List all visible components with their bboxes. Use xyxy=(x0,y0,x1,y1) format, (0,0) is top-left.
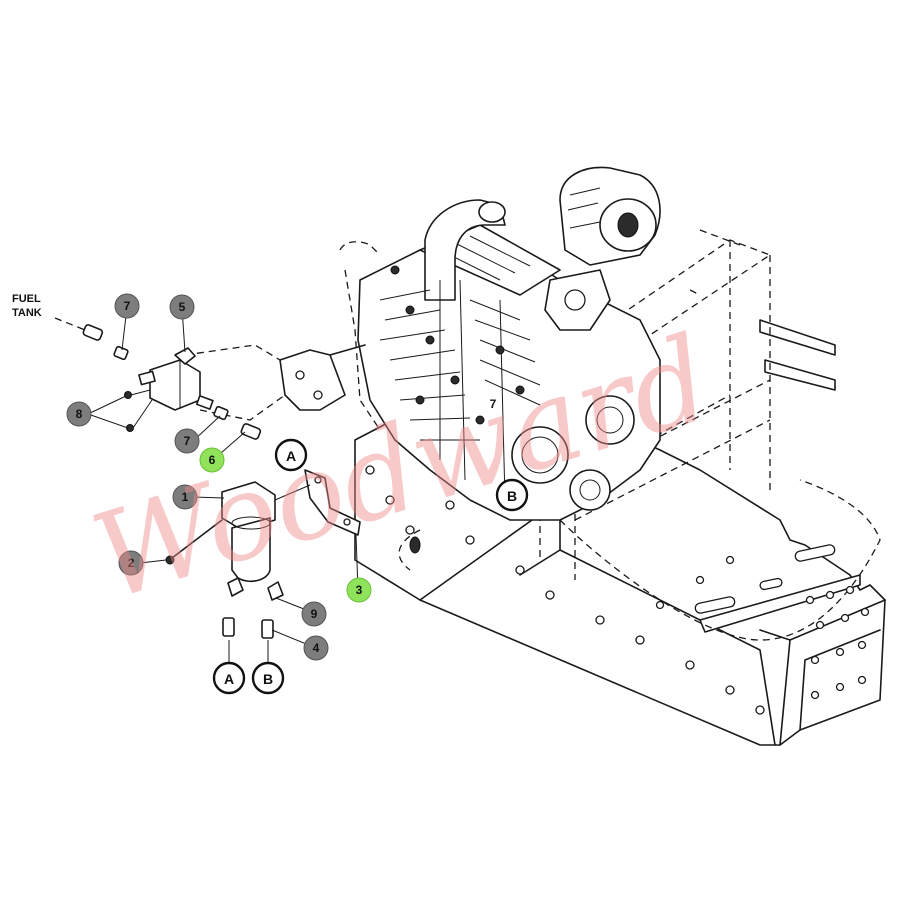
ref-b-engine-label: B xyxy=(507,488,517,504)
callout-2: 2 xyxy=(118,550,144,576)
callout-8-label: 8 xyxy=(76,407,83,421)
callout-1: 1 xyxy=(172,484,198,510)
engine-callout-7-label: 7 xyxy=(490,397,497,411)
callout-7-mid-label: 7 xyxy=(184,434,191,448)
callout-4: 4 xyxy=(303,635,329,661)
callout-1-label: 1 xyxy=(182,490,189,504)
callout-4-label: 4 xyxy=(313,641,320,655)
engine-mounting-bracket xyxy=(279,344,366,411)
callout-6: 6 xyxy=(199,447,225,473)
fuel-pump-assembly xyxy=(54,317,286,440)
fuel-tank-label-line1: FUEL xyxy=(12,293,41,305)
callout-9-label: 9 xyxy=(311,607,318,621)
callout-9: 9 xyxy=(301,601,327,627)
callout-7-mid: 7 xyxy=(174,428,200,454)
callout-5-label: 5 xyxy=(179,300,186,314)
engine-block xyxy=(339,166,661,571)
ref-a-lower-label: A xyxy=(224,671,234,687)
callout-8: 8 xyxy=(66,401,92,427)
fuel-tank-label: FUEL TANK xyxy=(12,293,42,319)
ref-circle-b-engine: B xyxy=(495,478,529,512)
callout-6-label: 6 xyxy=(209,453,216,467)
fuel-tank-label-line2: TANK xyxy=(12,307,42,319)
callout-2-label: 2 xyxy=(128,556,135,570)
callout-7-top-label: 7 xyxy=(124,299,131,313)
callout-3: 3 xyxy=(346,577,372,603)
inlet-fitting xyxy=(82,324,104,341)
engine-callout-7: 7 xyxy=(490,397,497,411)
callout-7-top: 7 xyxy=(114,293,140,319)
ref-circle-b-lower: B xyxy=(251,661,285,695)
fuel-filter-assembly xyxy=(165,469,361,639)
ref-circle-a-lower: A xyxy=(212,661,246,695)
ref-circle-a-upper: A xyxy=(274,438,308,472)
outlet-fitting xyxy=(240,423,262,440)
ref-b-lower-label: B xyxy=(263,671,273,687)
callout-3-label: 3 xyxy=(356,583,363,597)
callout-5: 5 xyxy=(169,294,195,320)
ref-a-upper-label: A xyxy=(286,448,296,464)
